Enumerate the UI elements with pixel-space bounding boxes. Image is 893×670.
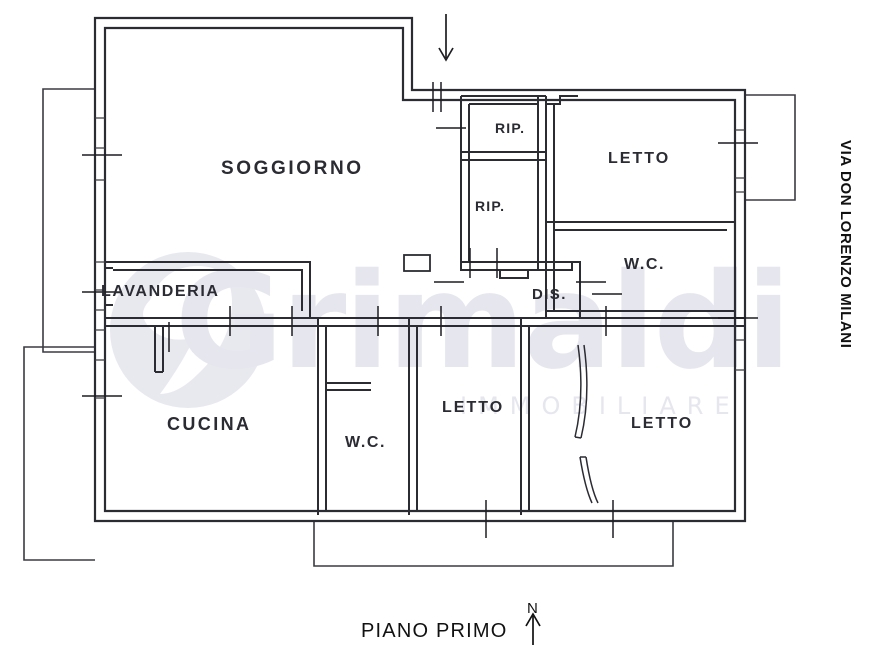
perimeter-walls: [93, 16, 747, 523]
floor-caption: PIANO PRIMO: [361, 620, 508, 642]
wall-detail-lines: [95, 117, 745, 399]
room-label-lavanderia: LAVANDERIA: [101, 283, 220, 300]
room-label-letto-top: LETTO: [608, 150, 671, 167]
room-label-letto-right: LETTO: [631, 415, 694, 432]
window-symbols: [82, 82, 758, 538]
room-label-ripostiglio-2: RIP.: [475, 198, 506, 214]
room-label-soggiorno: SOGGIORNO: [221, 158, 364, 179]
room-label-letto-middle: LETTO: [442, 399, 505, 416]
pillar-symbol: [403, 254, 431, 272]
balcony-left-lower: [23, 346, 95, 561]
entrance-arrow-icon: [438, 14, 454, 62]
room-label-ripostiglio-1: RIP.: [495, 120, 526, 136]
door-swings: [574, 344, 599, 504]
room-label-cucina: CUCINA: [167, 414, 252, 434]
room-label-wc-bottom: W.C.: [345, 434, 387, 451]
room-label-disimpegno: DIS.: [532, 286, 567, 303]
room-label-wc-top: W.C.: [624, 256, 666, 273]
north-arrow-icon: [525, 612, 541, 645]
balcony-left-upper: [42, 88, 95, 353]
interior-walls: [105, 95, 745, 515]
north-label: N: [527, 600, 538, 617]
street-name-label: VIA DON LORENZO MILANI: [837, 140, 854, 349]
balcony-right-top: [745, 94, 796, 201]
balcony-bottom: [313, 521, 674, 567]
balcony-outlines: [23, 88, 796, 567]
